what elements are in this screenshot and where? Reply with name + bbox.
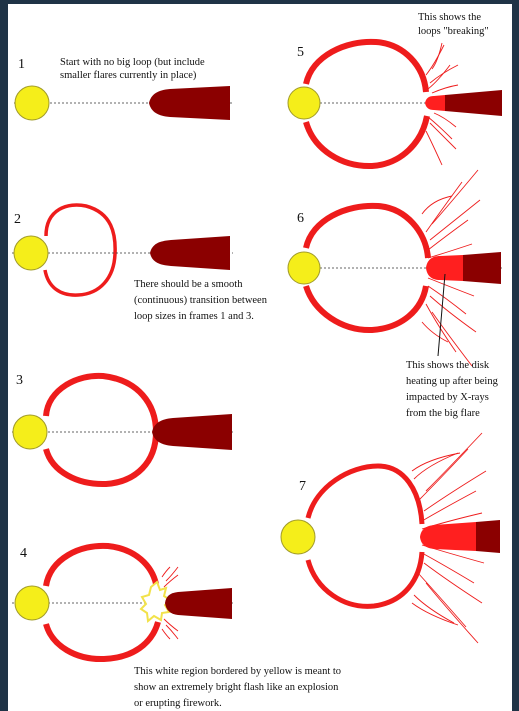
f6strands-strand [431, 169, 479, 225]
frame-1: 1 Start with no big loop (but include sm… [14, 57, 233, 121]
frame-5-loop [303, 38, 430, 170]
frame-5-disk-hot-edge [425, 95, 445, 111]
f5strands-strand [425, 130, 443, 166]
f6strands-strand [429, 295, 477, 333]
frame-3: 3 [12, 372, 233, 488]
frame-7-disk [476, 520, 500, 553]
frame-4-caption-line-2: show an extremely bright flash like an e… [134, 682, 339, 693]
f4strands-strand [161, 628, 171, 640]
f7strands-strand [417, 448, 469, 502]
frame-6: 6 This shows the disk heating up after b… [287, 169, 504, 419]
f7strands-strand [425, 582, 479, 644]
f7strands-strand [421, 490, 477, 522]
frame-4-caption-line-1: This white region bordered by yellow is … [134, 666, 341, 677]
frame-4-disk [165, 588, 232, 619]
frame-6-disk-hot-region [426, 255, 463, 281]
f5strands-strand [433, 112, 457, 128]
frame-6-number: 6 [297, 211, 304, 226]
frame-5: 5 This shows the loops "breaking" [287, 12, 504, 170]
frame-4-flash [139, 580, 172, 623]
f5strands-strand [425, 44, 445, 76]
f5strands-strand [427, 64, 451, 90]
frame-7: 7 [280, 432, 500, 644]
frame-4: 4 This white region bordered by yellow i… [12, 542, 341, 709]
f5strands-strand [429, 122, 457, 150]
frame-5-breaking-loop-strands [425, 42, 459, 166]
f4strands-strand [161, 566, 171, 578]
frame-5-caption-line-2: loops "breaking" [418, 26, 489, 37]
frame-2: 2 There should be a smooth (continuous) … [12, 203, 268, 322]
f7strands-strand [423, 562, 483, 604]
frame-2-sun [13, 235, 49, 271]
frame-5-caption-line-1: This shows the [418, 12, 481, 23]
f5strands-strand [431, 42, 443, 70]
frame-2-caption-line-1: There should be a smooth [134, 279, 243, 290]
frame-6-caption-line-4: from the big flare [406, 408, 480, 419]
frame-2-disk [150, 236, 230, 270]
f6strands-strand [427, 277, 475, 297]
frame-6-loop-strands [421, 169, 481, 367]
f6strands-strand [431, 311, 473, 367]
f7strands-strand [411, 452, 461, 472]
frame-7-sun [280, 519, 316, 555]
frame-1-sun [14, 85, 50, 121]
diagram-sheet: 1 Start with no big loop (but include sm… [8, 4, 512, 711]
frame-4-sun [14, 585, 50, 621]
frame-2-caption-line-2: (continuous) transition between [134, 295, 268, 306]
f6strands-strand [421, 321, 449, 343]
f5strands-strand [429, 64, 459, 84]
f6strands-strand [427, 285, 467, 315]
frame-7-loop [305, 463, 425, 609]
f4strands-strand [165, 566, 179, 582]
frame-6-caption-line-1: This shows the disk [406, 360, 490, 371]
frame-3-loop [43, 372, 160, 488]
f7strands-strand [417, 572, 467, 628]
frame-5-sun [287, 86, 321, 120]
frame-6-caption-line-3: impacted by X-rays [406, 392, 489, 403]
frame-7-disk-hot-region [420, 522, 476, 551]
frame-4-loop-strands [161, 566, 179, 640]
f5strands-strand [427, 116, 453, 140]
frame-2-number: 2 [14, 212, 21, 227]
frame-4-loop [43, 542, 161, 663]
frame-3-sun [12, 414, 48, 450]
f7strands-strand [421, 552, 475, 584]
f7strands-strand [423, 470, 487, 512]
frame-6-sun [287, 251, 321, 285]
frame-4-number: 4 [20, 546, 27, 561]
frame-6-disk [463, 252, 501, 284]
f7strands-strand [413, 452, 459, 480]
frame-1-caption-line-1: Start with no big loop (but include [60, 57, 205, 68]
f5strands-strand [431, 84, 459, 94]
f6strands-strand [427, 219, 469, 251]
flare-sequence-diagram: 1 Start with no big loop (but include sm… [12, 12, 504, 709]
frame-2-loop [43, 203, 117, 297]
f7strands-strand [425, 432, 483, 492]
f4strands-strand [165, 624, 179, 640]
frame-5-disk [445, 90, 502, 116]
frame-6-loop [303, 202, 431, 334]
f7strands-strand [411, 602, 459, 626]
frame-1-caption-line-2: smaller flares currently in place) [60, 70, 197, 81]
f6strands-strand [425, 181, 463, 233]
frame-6-pointer-line [437, 273, 446, 357]
f4strands-strand [163, 618, 179, 632]
f7strands-strand [413, 594, 455, 624]
frame-5-number: 5 [297, 45, 304, 60]
frame-1-number: 1 [18, 57, 25, 72]
f6strands-strand [429, 199, 481, 241]
frame-3-number: 3 [16, 373, 23, 388]
frame-6-caption-line-2: heating up after being [406, 376, 499, 387]
f6strands-strand [427, 243, 473, 259]
f6strands-strand [425, 303, 457, 353]
frame-1-disk [149, 86, 230, 120]
frame-7-loop-strands [411, 432, 487, 644]
frame-3-disk [152, 414, 232, 450]
f4strands-strand [163, 574, 179, 588]
frame-7-number: 7 [299, 479, 306, 494]
f6strands-strand [421, 195, 453, 215]
frame-2-caption-line-3: loop sizes in frames 1 and 3. [134, 311, 254, 322]
frame-4-caption-line-3: or erupting firework. [134, 698, 222, 709]
